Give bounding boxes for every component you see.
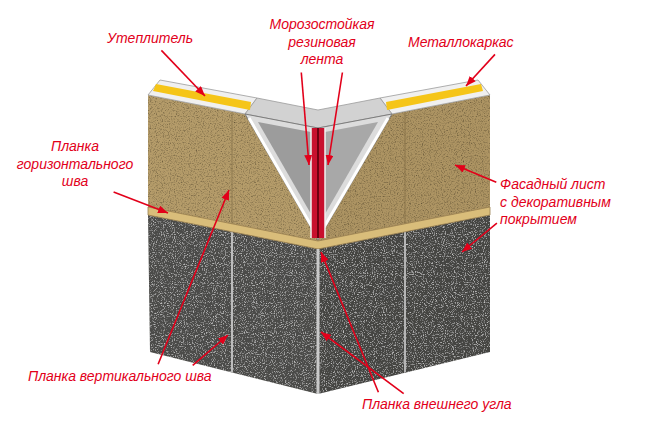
- callout-label: Планка внешнего угла: [362, 396, 512, 414]
- callout-label: Утеплитель: [107, 30, 193, 48]
- leader-line: [158, 190, 229, 364]
- callout-label: Металлокаркас: [408, 34, 514, 52]
- leader-line: [321, 332, 404, 394]
- leader-line: [114, 192, 168, 213]
- leader-line: [321, 252, 378, 392]
- leader-line: [328, 73, 342, 166]
- leader-line: [161, 50, 205, 96]
- leader-line: [462, 223, 497, 252]
- leader-line: [301, 73, 309, 166]
- leader-line: [193, 335, 228, 365]
- callout-label: Планка вертикального шва: [28, 368, 212, 386]
- callout-label: Фасадный лист с декоративным покрытием: [500, 176, 614, 229]
- callout-label: Морозостойкая резиновая лента: [270, 16, 375, 69]
- callout-label: Планка горизонтального шва: [17, 138, 133, 191]
- leader-line: [455, 165, 496, 182]
- leader-line: [466, 54, 495, 86]
